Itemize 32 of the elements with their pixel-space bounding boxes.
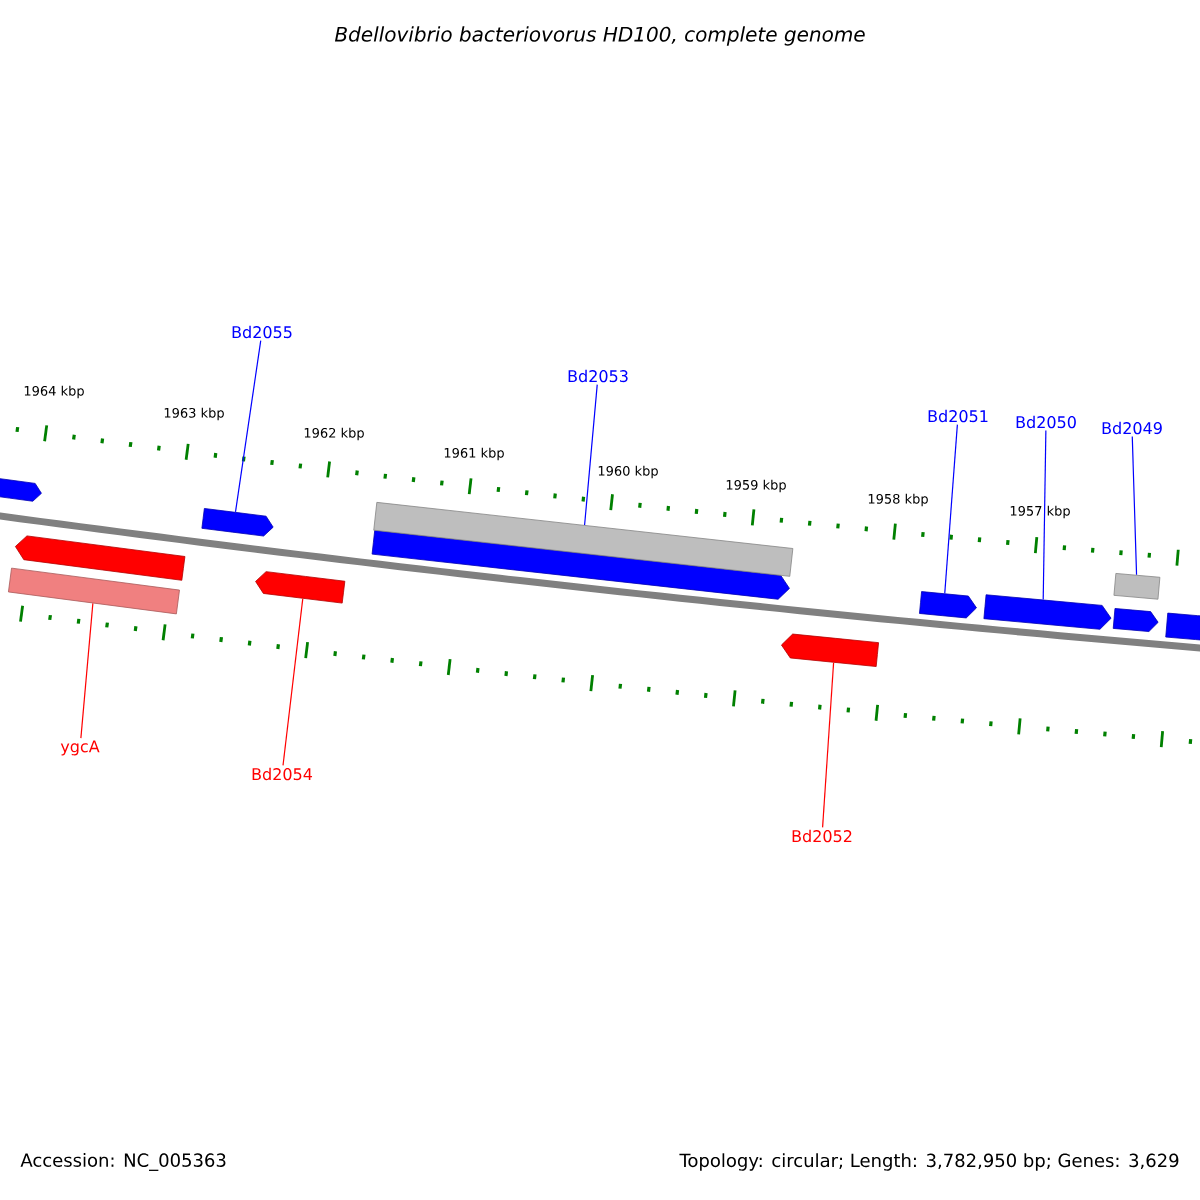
title: Bdellovibrio bacteriovorus HD100, complete genome	[334, 26, 865, 46]
gene-feature	[1165, 612, 1200, 643]
gene-feature	[781, 633, 879, 667]
gene-feature	[15, 535, 186, 581]
gene-feature	[983, 594, 1112, 630]
genome-info-text: Topology: circular; Length: 3,782,950 bp; Genes: 3,629	[679, 1153, 1179, 1171]
gene-feature	[255, 571, 346, 604]
leader-line	[584, 383, 598, 526]
gene-bar	[1113, 573, 1161, 600]
gene-label: Bd2050	[1016, 415, 1076, 429]
accession-text: Accession: NC_005363	[20, 1153, 226, 1171]
gene-feature	[0, 476, 42, 502]
leader-line	[822, 662, 835, 828]
leader-line	[80, 602, 94, 739]
leader-line	[944, 424, 958, 594]
gene-feature	[371, 529, 790, 600]
leader-line	[1131, 435, 1138, 576]
gene-bar	[373, 501, 794, 577]
gene-feature	[919, 591, 977, 619]
gene-bar	[8, 567, 180, 615]
gene-label: Bd2049	[1102, 421, 1162, 435]
gene-label: ygcA	[60, 740, 100, 756]
gene-feature	[201, 508, 274, 537]
gene-label: Bd2052	[792, 829, 852, 843]
leader-line	[1042, 429, 1047, 601]
leader-line	[282, 598, 304, 766]
gene-label: Bd2051	[928, 409, 988, 423]
gene-feature	[1112, 608, 1159, 632]
gene-label: Bd2054	[252, 767, 313, 781]
gene-label: Bd2055	[232, 325, 292, 339]
leader-line	[234, 339, 262, 513]
gene-label: Bd2053	[568, 369, 628, 383]
